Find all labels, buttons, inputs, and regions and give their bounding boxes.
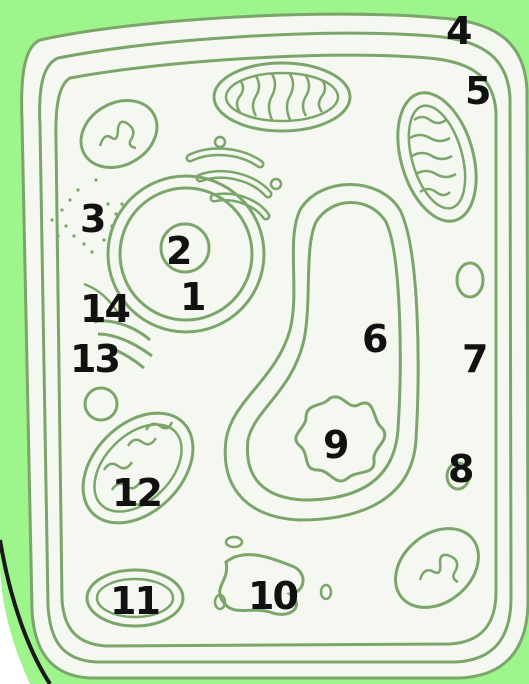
label-9: 9 bbox=[323, 426, 347, 464]
label-2: 2 bbox=[166, 232, 190, 270]
label-4: 4 bbox=[446, 12, 470, 50]
label-5: 5 bbox=[465, 72, 489, 110]
label-10: 10 bbox=[248, 577, 297, 615]
label-7: 7 bbox=[462, 340, 486, 378]
label-12: 12 bbox=[112, 474, 161, 512]
label-14: 14 bbox=[80, 290, 129, 328]
label-11: 11 bbox=[110, 582, 159, 620]
label-6: 6 bbox=[362, 320, 386, 358]
label-13: 13 bbox=[70, 340, 119, 378]
label-1: 1 bbox=[180, 278, 204, 316]
label-3: 3 bbox=[80, 200, 104, 238]
label-8: 8 bbox=[448, 450, 472, 488]
